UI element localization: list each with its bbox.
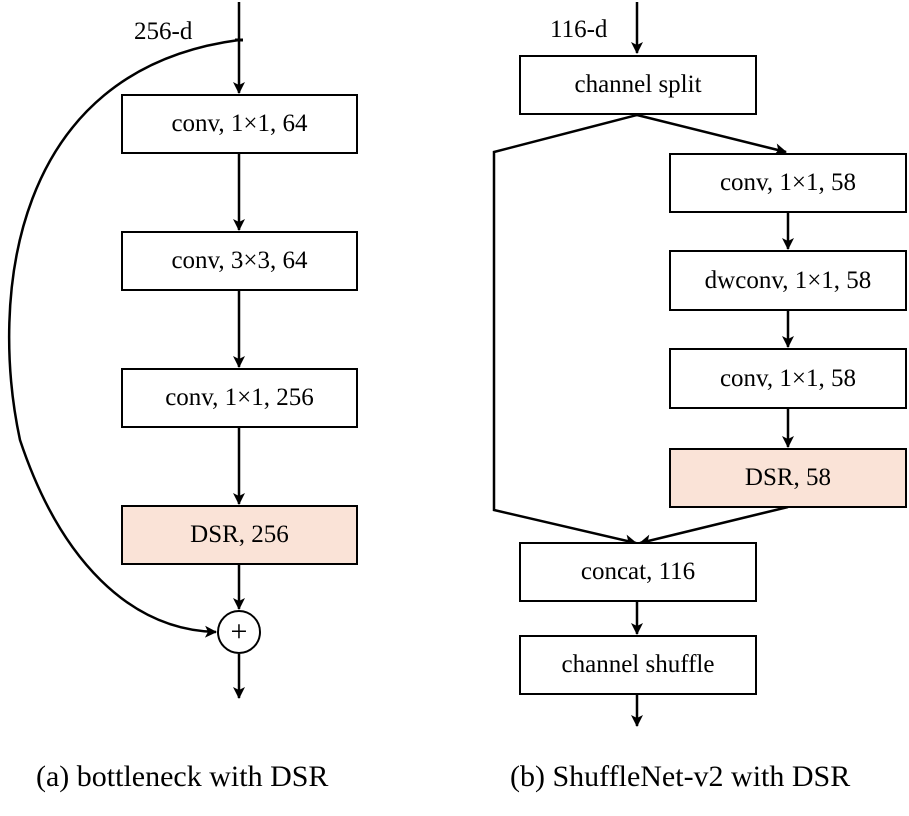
elementwise-sum-node: + — [217, 610, 261, 654]
conv-1x1-64-box: conv, 1×1, 64 — [121, 94, 358, 154]
dsr-256-box: DSR, 256 — [121, 505, 358, 565]
arrow-dsr-to-concat — [639, 505, 789, 547]
caption-a: (a) bottleneck with DSR — [36, 760, 329, 793]
arrow-split-to-conv — [636, 113, 787, 156]
dwconv-1x1-58-box: dwconv, 1×1, 58 — [669, 250, 907, 311]
skip-connection-curve — [7, 38, 240, 638]
channel-split-box: channel split — [519, 55, 757, 115]
conv-3x3-64-box: conv, 3×3, 64 — [121, 231, 358, 291]
caption-b: (b) ShuffleNet-v2 with DSR — [510, 760, 851, 793]
conv-1x1-256-box: conv, 1×1, 256 — [121, 368, 358, 428]
input-dim-label-b: 116-d — [550, 16, 608, 43]
conv-1x1-58-box-top: conv, 1×1, 58 — [669, 153, 907, 213]
shortcut-branch-line — [492, 113, 638, 547]
concat-116-box: concat, 116 — [519, 542, 757, 602]
dsr-58-box: DSR, 58 — [669, 448, 907, 508]
channel-shuffle-box: channel shuffle — [519, 635, 757, 695]
conv-1x1-58-box-bottom: conv, 1×1, 58 — [669, 348, 907, 409]
input-dim-label-a: 256-d — [134, 18, 193, 45]
